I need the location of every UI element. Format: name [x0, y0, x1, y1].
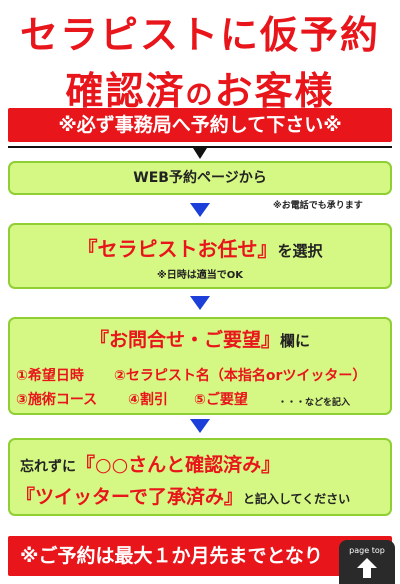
step-inquiry-main: 『お問合せ・ご要望』欄に	[10, 325, 390, 352]
arrow-down-icon	[190, 203, 210, 217]
title-confirmed: 確認済	[65, 69, 186, 113]
step-inquiry-field: 『お問合せ・ご要望』欄に ①希望日時 ②セラピスト名（本指名orツイッター） ③…	[8, 317, 392, 415]
page-top-button[interactable]: page top	[339, 540, 395, 584]
list-item-course: ③施術コース	[16, 392, 98, 408]
step-remember-note: 忘れずに『○○さんと確認済み』 『ツイッターで了承済み』と記入してください	[8, 438, 392, 516]
arrow-down-icon	[190, 419, 210, 433]
step-select-therapist-main: 『セラピストお任せ』を選択	[10, 233, 390, 262]
list-item-etc: ・・・などを記入	[278, 398, 351, 408]
step-web-reservation-text: WEB予約ページから	[133, 170, 267, 186]
step-remember-line1: 忘れずに『○○さんと確認済み』	[20, 450, 280, 477]
list-item-discount: ④割引	[128, 392, 168, 408]
list-item-therapist-name: ②セラピスト名（本指名orツイッター）	[114, 368, 367, 384]
arrow-down-icon	[193, 148, 207, 159]
list-item-request: ⑤ご要望	[194, 392, 248, 408]
twitter-approved-label: 『ツイッターで了承済み』	[16, 486, 243, 508]
select-suffix: を選択	[277, 242, 323, 260]
datetime-note: ※日時は適当でOK	[157, 270, 243, 281]
step-web-reservation: WEB予約ページから	[8, 161, 392, 195]
remember-suffix: と記入してください	[242, 492, 351, 506]
step-select-therapist: 『セラピストお任せ』を選択 ※日時は適当でOK	[8, 223, 392, 289]
title-particle: の	[185, 80, 215, 111]
field-suffix: 欄に	[280, 332, 311, 350]
divider-line	[8, 146, 392, 148]
page-top-label: page top	[349, 546, 385, 555]
title-line-2: 確認済のお客様	[0, 60, 400, 115]
arrow-down-icon	[190, 296, 210, 310]
therapist-omakase-label: 『セラピストお任せ』	[77, 237, 278, 261]
confirmed-with-label: 『○○さんと確認済み』	[76, 454, 281, 476]
list-item-datetime: ①希望日時	[16, 368, 84, 384]
arrow-up-icon	[357, 558, 377, 578]
inquiry-label: 『お問合せ・ご要望』	[89, 329, 280, 351]
step-remember-line2: 『ツイッターで了承済み』と記入してください	[16, 482, 350, 509]
notice-banner-top: ※必ず事務局へ予約して下さい※	[8, 108, 392, 142]
remember-prefix: 忘れずに	[20, 459, 76, 475]
title-line-1: セラピストに仮予約	[19, 13, 380, 57]
notice-banner-bottom: ※ご予約は最大１か月先までとなり	[8, 536, 392, 576]
title-customer: お客様	[214, 69, 335, 113]
phone-note: ※お電話でも承ります	[273, 201, 363, 211]
